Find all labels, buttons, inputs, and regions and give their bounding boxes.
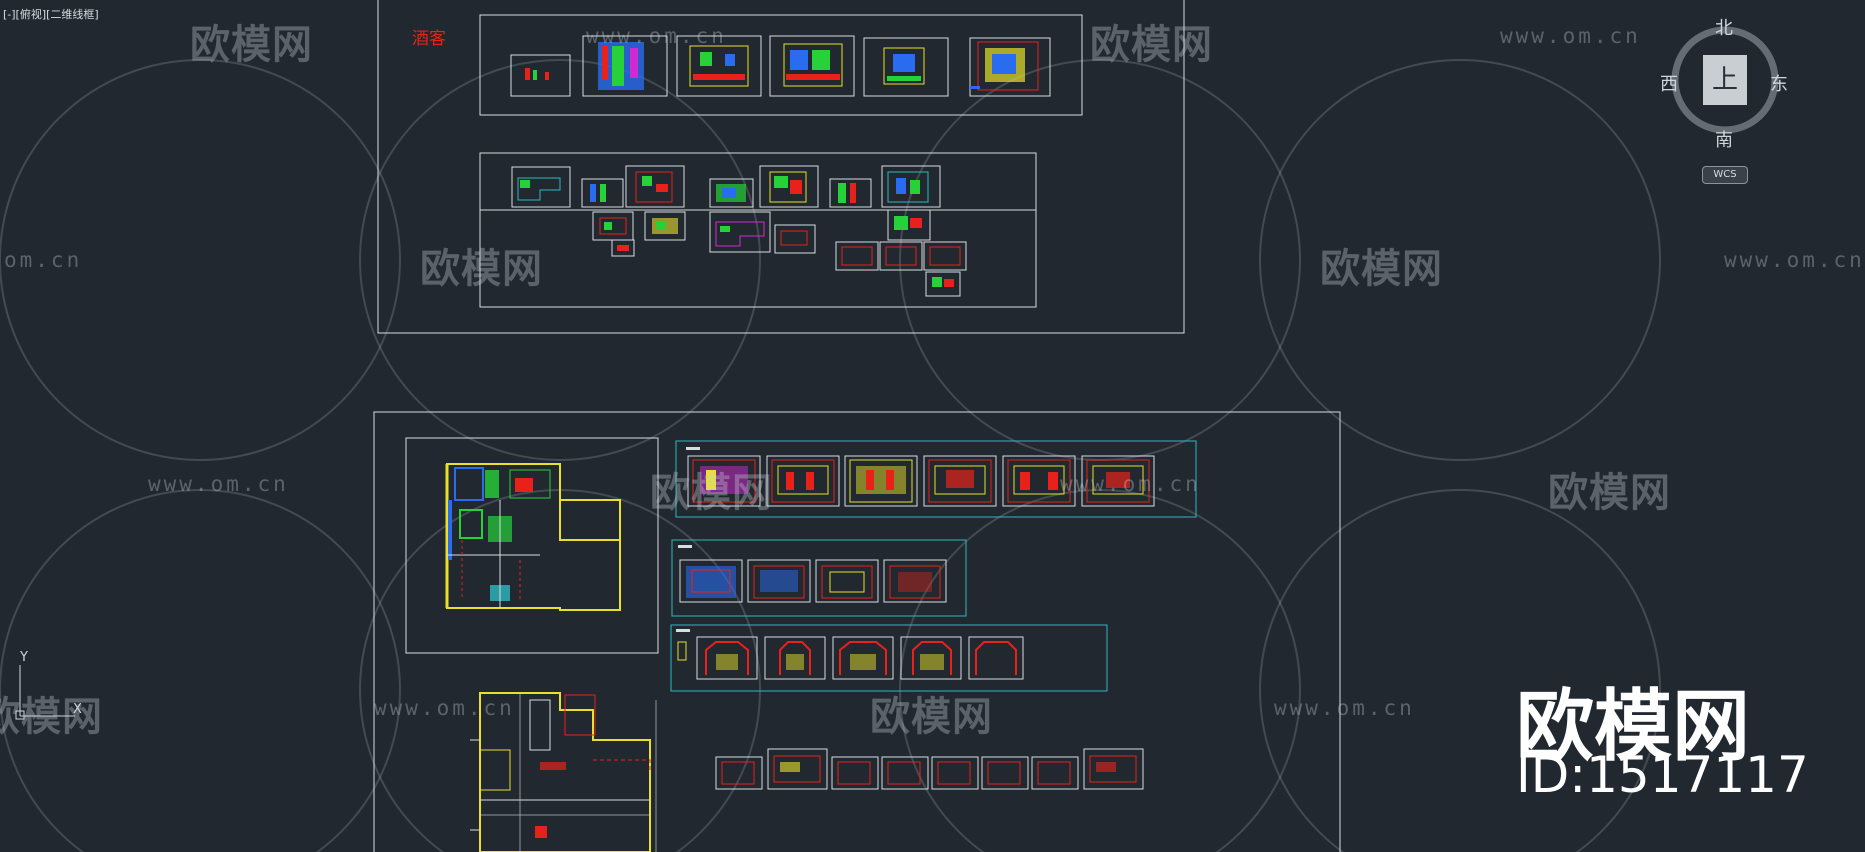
viewcube-west[interactable]: 西 xyxy=(1660,74,1678,95)
viewport-controls-label[interactable]: [-][俯视][二维线框] xyxy=(3,8,99,21)
ucs-x-label: X xyxy=(73,702,82,717)
viewcube-ring[interactable] xyxy=(1671,26,1779,134)
viewcube-south[interactable]: 南 xyxy=(1715,130,1733,151)
elevation-group-3 xyxy=(670,624,1108,692)
watermark-url-partial: om.cn xyxy=(4,248,83,272)
viewcube-east[interactable]: 东 xyxy=(1770,74,1788,95)
elevation-thumbnails-2[interactable] xyxy=(679,559,947,603)
ucs-icon xyxy=(15,665,75,720)
watermark-brand: 欧模网 xyxy=(1516,682,1751,772)
watermark-id: ID:1517117 xyxy=(1516,746,1809,804)
viewcube-north[interactable]: 北 xyxy=(1715,18,1733,39)
sheet-group-2 xyxy=(479,152,1037,308)
watermark-logo: 欧模网 xyxy=(1548,470,1671,516)
elevation-group-1 xyxy=(675,440,1197,518)
cad-drawing[interactable] xyxy=(0,0,1800,852)
watermark-url: www.om.cn xyxy=(1274,696,1415,720)
drawing-frame-bottom xyxy=(373,411,1341,852)
sheet-group-1 xyxy=(479,14,1083,116)
watermark-logo: 欧模网 xyxy=(870,694,993,740)
watermark-url: www.om.cn xyxy=(1724,248,1865,272)
drawing-frame-top xyxy=(377,0,1185,334)
elevation-thumbnails-3[interactable] xyxy=(696,636,1024,680)
wcs-menu-button[interactable]: WCS xyxy=(1702,166,1748,184)
elevation-group-2 xyxy=(671,539,967,617)
floor-plan-1[interactable] xyxy=(445,463,621,611)
watermark-logo: 欧模网 xyxy=(0,694,103,740)
watermark-url: www.om.cn xyxy=(586,24,727,48)
elevation-thumbnails-1[interactable] xyxy=(687,455,1155,507)
sheet-thumbnails-row-2[interactable] xyxy=(511,165,967,297)
watermark-logo: 欧模网 xyxy=(1090,22,1213,68)
watermark-logo: 欧模网 xyxy=(190,22,313,68)
detail-thumbnails-row[interactable] xyxy=(715,748,1144,790)
floor-plan-sheet-1 xyxy=(405,437,659,654)
ucs-y-label: Y xyxy=(20,650,28,665)
watermark-url: www.om.cn xyxy=(1060,472,1201,496)
sheet-thumbnails-row-1[interactable] xyxy=(510,35,1051,97)
watermark-logo: 欧模网 xyxy=(1320,246,1443,292)
watermark-url: www.om.cn xyxy=(148,472,289,496)
viewcube-top-face[interactable]: 上 xyxy=(1703,55,1747,105)
floor-plan-2[interactable] xyxy=(470,692,657,852)
section-label: 酒客 xyxy=(412,29,446,49)
watermark-url: www.om.cn xyxy=(1500,24,1641,48)
watermark-url: www.om.cn xyxy=(374,696,515,720)
watermark-logo: 欧模网 xyxy=(650,470,773,516)
watermark-logo: 欧模网 xyxy=(420,246,543,292)
